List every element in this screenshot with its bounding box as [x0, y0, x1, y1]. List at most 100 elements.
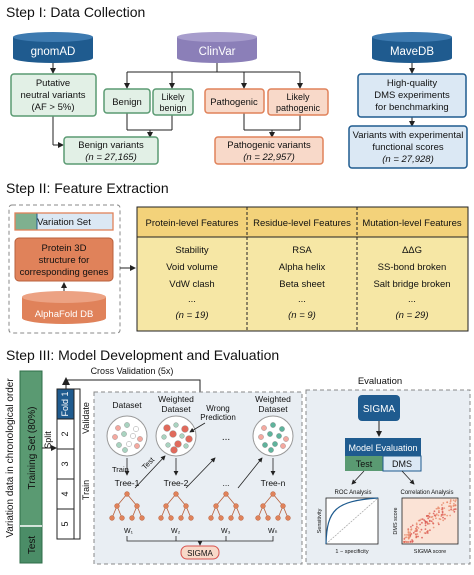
tree-node — [134, 503, 140, 509]
boosting-arrows — [124, 455, 276, 489]
corr-x-label: SIGMA score — [414, 549, 446, 555]
corr-point — [404, 536, 407, 539]
corr-point — [411, 524, 414, 527]
protein-feature-3: VdW clash — [169, 279, 214, 290]
corr-point — [446, 514, 449, 517]
corr-point — [453, 510, 456, 513]
clinvar-database: ClinVar — [177, 32, 257, 63]
tree-node — [213, 503, 219, 509]
tree-node — [285, 515, 291, 521]
corr-point — [428, 516, 431, 518]
corr-scatter — [403, 499, 457, 543]
protein3d-line2: structure for — [39, 255, 90, 266]
folds-bracket — [74, 388, 81, 540]
corr-point — [404, 534, 406, 536]
corr-point — [412, 531, 415, 534]
sigma-model-box — [358, 395, 400, 421]
corr-title: Correlation Analysis — [400, 490, 453, 496]
likely-benign-box: Likely benign — [152, 88, 194, 116]
sigma-model-label: SIGMA — [363, 404, 396, 415]
cross-validation-loop: Cross Validation (5x) — [62, 366, 201, 392]
data-point — [134, 443, 140, 449]
corr-point — [440, 513, 443, 516]
training-set-label: Training Set (80%) — [27, 407, 38, 490]
tree-node — [280, 503, 286, 509]
corr-point — [410, 528, 413, 531]
tree-node — [233, 503, 239, 509]
protein3d-line1: Protein 3D — [42, 243, 87, 254]
corr-point — [455, 499, 457, 501]
data-point — [116, 442, 122, 448]
corr-point — [407, 529, 410, 531]
corr-point — [416, 533, 419, 535]
putative-line1: Putative — [36, 78, 70, 89]
test-label: Test — [27, 536, 38, 555]
dataset-label: Dataset — [112, 400, 142, 410]
eval-dms-label: DMS — [392, 459, 412, 469]
corr-point — [427, 529, 429, 532]
tree-node — [270, 491, 276, 497]
corr-point — [421, 518, 424, 521]
corr-point — [424, 528, 427, 531]
corr-point — [421, 521, 423, 524]
corr-point — [427, 517, 430, 520]
corr-point — [424, 524, 427, 527]
corr-point — [409, 531, 412, 534]
treen-label: Tree-n — [261, 478, 286, 488]
tree-node — [223, 491, 229, 497]
benign-variants-box: Benign variants (n = 27,165) — [63, 136, 159, 165]
variation-set-label: Variation Set — [37, 217, 91, 228]
benign-variants-count: (n = 27,165) — [85, 152, 137, 163]
data-point — [272, 441, 278, 447]
header-mutation: Mutation-level Features — [362, 218, 462, 229]
corr-point — [423, 532, 426, 534]
data-point — [165, 442, 171, 448]
corr-point — [425, 521, 428, 523]
corr-point — [424, 522, 427, 525]
fold-column: Fold 1 2 3 4 5 — [56, 388, 75, 540]
fold1-label: Fold 1 — [60, 391, 70, 416]
corr-point — [449, 500, 452, 503]
feature-table: Protein-level Features Residue-level Fea… — [136, 206, 469, 332]
experimental-line1: Variants with experimental — [353, 130, 464, 141]
protein-feature-count: (n = 19) — [175, 310, 208, 321]
mutation-feature-2: SS-bond broken — [378, 262, 447, 273]
corr-point — [415, 525, 418, 528]
roc-curve — [325, 497, 379, 545]
corr-point — [452, 499, 455, 502]
evaluation-title: Evaluation — [358, 376, 402, 387]
corr-point — [428, 512, 431, 515]
tree-node — [114, 503, 120, 509]
protein3d-box: Protein 3D structure for corresponding g… — [14, 237, 114, 282]
protein-feature-1: Stability — [175, 245, 209, 256]
data-point — [276, 433, 282, 439]
corr-point — [453, 508, 456, 511]
eval-test-label: Test — [356, 459, 373, 469]
likely-benign-line1: Likely — [161, 92, 185, 102]
wrong-prediction-line2: Prediction — [200, 413, 236, 422]
ensemble-lines — [126, 536, 274, 546]
data-point — [262, 442, 268, 448]
roc-y-label: Sensitivity — [317, 508, 323, 533]
corr-point — [449, 499, 452, 501]
train-label: Train — [81, 480, 91, 500]
tree1-label: Tree-1 — [115, 478, 140, 488]
alphafold-label: AlphaFold DB — [35, 309, 94, 320]
protein3d-line3: corresponding genes — [20, 267, 109, 278]
wrong-prediction-arrow — [189, 422, 206, 433]
cross-validation-label: Cross Validation (5x) — [91, 366, 174, 376]
data-point — [115, 425, 121, 431]
step1-connectors — [50, 63, 415, 148]
tree-node — [139, 515, 145, 521]
weighted-dataset-line1: Weighted — [158, 394, 194, 404]
corr-point — [416, 529, 418, 531]
corr-point — [437, 514, 440, 517]
mutation-feature-1: ΔΔG — [402, 245, 422, 256]
weight1-label: W₁ — [124, 528, 134, 535]
tree-node — [178, 515, 184, 521]
tree — [255, 491, 291, 521]
corr-point — [432, 512, 435, 515]
data-point — [179, 433, 185, 439]
